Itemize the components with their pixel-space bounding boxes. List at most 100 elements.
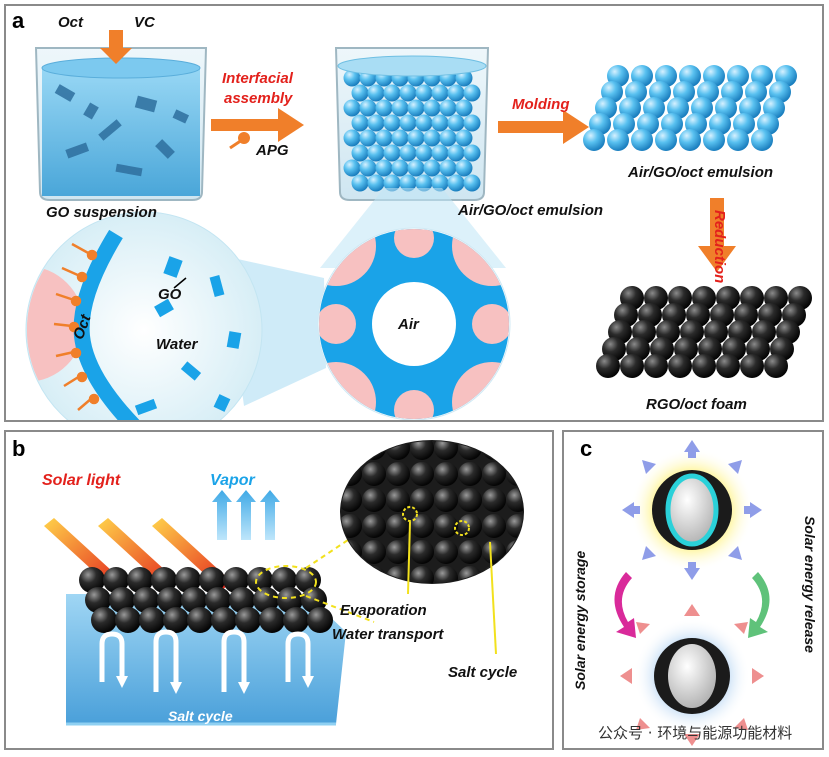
zoom-sphere <box>434 462 458 486</box>
emulsion-bubble <box>415 144 433 162</box>
zoom-sphere <box>362 488 386 512</box>
foam-sphere <box>253 587 279 613</box>
black-sphere <box>644 354 668 378</box>
interfacial-arrow <box>211 108 304 150</box>
emulsion-bubble <box>439 99 457 117</box>
black-sphere <box>692 354 716 378</box>
emulsion-bubble <box>439 159 457 177</box>
emulsion-bubble <box>391 129 409 147</box>
emulsion-bubble <box>455 159 473 177</box>
emulsion-bubble <box>423 129 441 147</box>
emulsion-bubble <box>367 114 385 132</box>
zoom-sphere <box>506 566 523 583</box>
emulsion-bubble <box>407 99 425 117</box>
panel-b-graphics <box>44 440 524 726</box>
zoom-sphere <box>362 514 386 538</box>
emulsion-bubble <box>343 129 361 147</box>
emulsion-bubble <box>407 129 425 147</box>
zoom-sphere <box>506 514 523 538</box>
oct-label: Oct <box>58 14 84 31</box>
zoom-sphere <box>506 488 523 512</box>
foam-sphere <box>247 567 273 593</box>
foam-sphere <box>109 587 135 613</box>
emulsion-bubble <box>399 144 417 162</box>
zoom-sphere <box>386 462 410 486</box>
emulsion-bubble <box>439 129 457 147</box>
panel-c: c Solar energy storage Solar energy rele… <box>562 430 824 750</box>
foam-sphere <box>283 607 309 633</box>
zoom-sphere <box>410 566 434 583</box>
vapor-arrows <box>212 490 280 540</box>
foam-sphere <box>157 587 183 613</box>
zoom-sphere <box>482 462 506 486</box>
storage-sphere <box>630 448 754 572</box>
evaporation-label: Evaporation <box>340 602 427 619</box>
zoom-sphere <box>482 514 506 538</box>
zoom-sphere <box>458 462 482 486</box>
zoom-sphere <box>482 540 506 564</box>
foam-sphere <box>139 607 165 633</box>
emulsion-bubble <box>455 129 473 147</box>
foam-sphere <box>163 607 189 633</box>
emulsion-bubble <box>399 114 417 132</box>
blue-sphere <box>631 129 653 151</box>
zoom-water-label: Water <box>156 336 198 353</box>
emulsion-bubble <box>431 114 449 132</box>
zoom-sphere <box>434 441 458 460</box>
emulsion-beaker-label: Air/GO/oct emulsion <box>458 202 604 219</box>
zoom-sphere <box>434 488 458 512</box>
foam-sphere <box>85 587 111 613</box>
zoom-sphere <box>434 514 458 538</box>
emulsion-bubble <box>383 114 401 132</box>
emulsion-bubble <box>359 99 377 117</box>
emulsion-bubble <box>383 174 401 192</box>
foam-sphere <box>205 587 231 613</box>
foam-sphere <box>151 567 177 593</box>
emulsion-bubble <box>423 159 441 177</box>
emulsion-bubble <box>423 99 441 117</box>
panel-a: a Oct VC GO suspension Interfacial assem… <box>4 4 824 422</box>
reduction-arrow <box>698 198 736 272</box>
zoom-sphere <box>410 441 434 460</box>
foam-sphere <box>235 607 261 633</box>
foam-sphere <box>91 607 117 633</box>
zoom-sphere <box>410 462 434 486</box>
emulsion-bubble <box>431 84 449 102</box>
zoom-sphere <box>386 540 410 564</box>
zoom-sphere <box>362 540 386 564</box>
foam-sphere <box>127 567 153 593</box>
rgo-foam-label: RGO/oct foam <box>646 396 747 413</box>
surface-zoom-ellipse <box>340 440 524 655</box>
emulsion-bubble <box>351 114 369 132</box>
foam-sphere <box>181 587 207 613</box>
emulsion-bubble <box>367 84 385 102</box>
zoom-sphere <box>410 488 434 512</box>
zoom-sphere <box>341 514 362 538</box>
emulsion-bubble <box>367 144 385 162</box>
foam-sphere <box>277 587 303 613</box>
foam-sphere <box>259 607 285 633</box>
emulsion-bubble <box>351 144 369 162</box>
storage-cycle-arrow <box>614 572 636 638</box>
water-transport-label: Water transport <box>332 626 444 643</box>
assembly-label: assembly <box>224 90 293 107</box>
emulsion-bubble <box>375 159 393 177</box>
emulsion-bubble <box>375 129 393 147</box>
emulsion-bubble <box>407 159 425 177</box>
zoom-sphere <box>506 540 523 564</box>
rgo-oct-foam-array <box>596 286 812 378</box>
emulsion-bubble <box>415 84 433 102</box>
emulsion-bubble <box>367 174 385 192</box>
zoom-sphere <box>386 488 410 512</box>
emulsion-bubble <box>343 69 361 87</box>
zoom-sphere <box>386 441 410 460</box>
emulsion-beaker <box>334 47 490 201</box>
zoom-sphere <box>458 514 482 538</box>
emulsion-bubble <box>447 174 465 192</box>
emulsion-bubble <box>399 84 417 102</box>
salt-cycle-arrows <box>99 629 311 692</box>
emulsion-bubble <box>383 84 401 102</box>
storage-label: Solar energy storage <box>572 550 588 690</box>
emulsion-bubble <box>447 114 465 132</box>
reduction-label: Reduction <box>711 210 728 284</box>
